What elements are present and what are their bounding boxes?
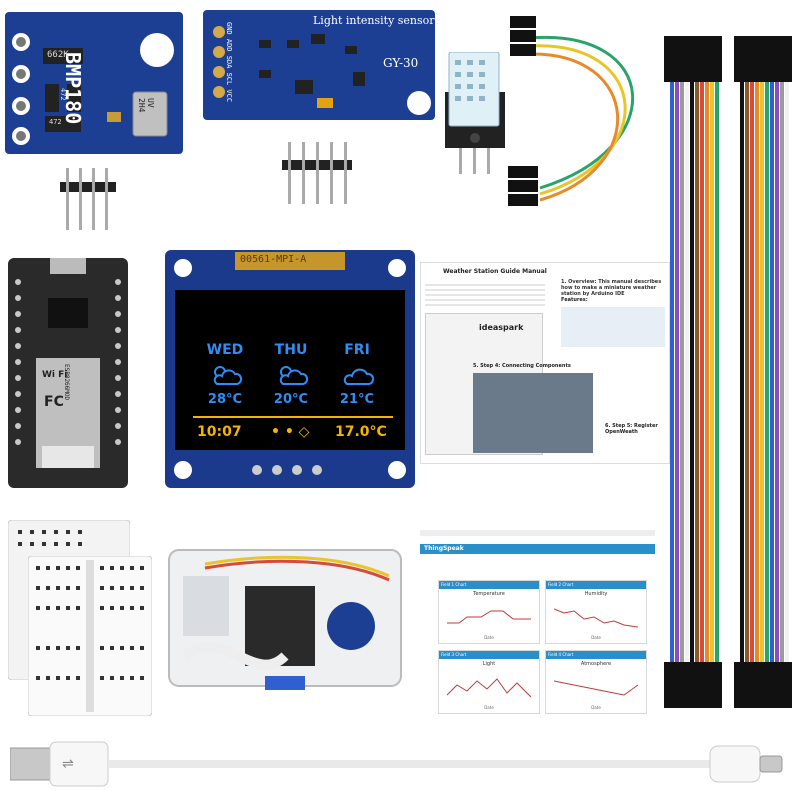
manual-parts-photo <box>561 307 665 347</box>
thingspeak-topbar <box>420 530 655 536</box>
light-line <box>447 678 531 698</box>
oled-ribbon-label: 00561-MPI-A <box>240 254 307 265</box>
manual-overview: 1. Overview: This manual describes how t… <box>561 279 662 297</box>
dht11-sensor <box>445 51 505 174</box>
thingspeak-dashboard: ThingSpeak Field 1 Chart Temperature Dat… <box>420 530 655 720</box>
card-axis-label: Date <box>591 635 601 640</box>
nodemcu-module-label: ESP8266MOD <box>63 364 70 401</box>
usb-cable <box>9 736 790 796</box>
oled-page-dots: • • ◇ <box>271 424 310 440</box>
guide-manual-page: Weather Station Guide Manual 1. Overview… <box>420 262 670 464</box>
nodemcu-fc-mark: FC <box>44 394 64 410</box>
partly-cloudy-icon <box>275 362 309 392</box>
oled-divider <box>193 416 393 418</box>
oled-current-temp: 17.0°C <box>335 424 387 440</box>
thingspeak-nav <box>420 544 655 554</box>
gy30-title: Light intensity sensor <box>313 14 435 27</box>
gy30-board: Light intensity sensor GY-30 GND ADD SDA… <box>203 10 435 120</box>
oled-temp-3: 21°C <box>339 392 375 407</box>
oled-day-1: WED <box>206 342 244 358</box>
gy30-pin-labels: GND ADD SDA SCL VCC <box>225 22 233 103</box>
humidity-line <box>554 608 638 628</box>
manual-connection-photo <box>473 373 593 453</box>
card-axis-label: Date <box>484 705 494 710</box>
manual-brand-logo: ideaspark <box>479 323 524 332</box>
card-chart-title: Atmosphere <box>580 661 612 667</box>
manual-step-4: 5. Step 4: Connecting Components <box>473 363 571 369</box>
nodemcu-board: Wi Fi FC ESP8266MOD <box>8 258 128 488</box>
cloud-icon <box>341 362 375 392</box>
dupont-wire-bundle <box>500 8 660 208</box>
bmp180-chip-text: 662K <box>47 50 69 60</box>
thingspeak-logo: ThingSpeak <box>424 545 464 552</box>
oled-temp-2: 20°C <box>273 392 309 407</box>
oled-day-3: FRI <box>344 342 370 358</box>
oled-screen: WED THU FRI 28°C 20°C 21°C 10:07 • • ◇ 1… <box>175 290 405 450</box>
jumper-ribbon-right <box>730 36 796 708</box>
bmp180-board: BMP180 662K 472 472 UV 2H4 <box>5 12 183 154</box>
gy30-model: GY-30 <box>383 56 419 70</box>
card-field-label: Field 4 Chart <box>546 651 646 659</box>
chart-card-atmosphere: Field 4 Chart Atmosphere Date <box>545 650 647 714</box>
card-field-label: Field 3 Chart <box>439 651 539 659</box>
bmp180-sensor-text: UV 2H4 <box>137 98 155 113</box>
chart-card-temperature: Field 1 Chart Temperature Date <box>438 580 540 644</box>
card-chart-title: Humidity <box>584 591 608 597</box>
manual-step-5: 6. Step 5: Register OpenWeath <box>605 423 658 435</box>
manual-title: Weather Station Guide Manual <box>443 268 547 275</box>
oled-corner-holes <box>165 250 415 488</box>
mini-breadboard-front <box>27 555 153 717</box>
oled-temp-1: 28°C <box>207 392 243 407</box>
partly-cloudy-icon <box>209 362 243 392</box>
card-chart-title: Light <box>482 661 496 667</box>
jumper-ribbon-left <box>660 36 726 708</box>
oled-time: 10:07 <box>197 424 242 440</box>
bmp180-resistor-label-1: 472 <box>59 88 67 101</box>
atmosphere-line <box>554 680 638 696</box>
card-axis-label: Date <box>484 635 494 640</box>
card-axis-label: Date <box>591 705 601 710</box>
usb-symbol-icon: ⇌ <box>62 756 74 772</box>
manual-features: Features: <box>561 297 588 303</box>
chart-card-humidity: Field 2 Chart Humidity Date <box>545 580 647 644</box>
card-field-label: Field 1 Chart <box>439 581 539 589</box>
gy30-header-pins <box>282 142 352 204</box>
temperature-line <box>447 610 531 624</box>
card-field-label: Field 2 Chart <box>546 581 646 589</box>
nodemcu-wifi-logo: Wi Fi <box>42 370 68 380</box>
bmp180-header-pins <box>60 168 116 230</box>
bmp180-resistor-label-2: 472 <box>49 118 62 126</box>
manual-toc-lines <box>425 281 551 311</box>
oled-day-2: THU <box>274 342 308 358</box>
chart-card-light: Field 3 Chart Light Date <box>438 650 540 714</box>
card-chart-title: Temperature <box>473 591 505 597</box>
storage-box <box>165 546 405 694</box>
